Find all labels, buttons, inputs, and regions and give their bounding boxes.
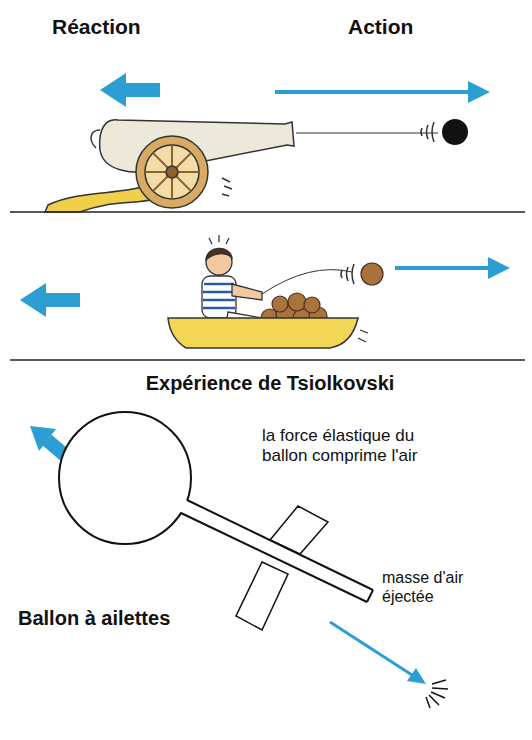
wheel-hub [166, 166, 178, 178]
balloon-neck-end [367, 590, 373, 602]
action-arrow [275, 81, 490, 103]
balloon-body [59, 412, 191, 544]
arrow-shaft [395, 266, 490, 270]
balloon-neck [181, 513, 367, 602]
cannon-wheel-inner [145, 145, 199, 199]
balloon-neck [187, 500, 373, 590]
callout-text: la force élastique du ballon comprime l'… [262, 426, 420, 467]
arrow-shaft [330, 622, 412, 675]
callout-text: masse d'air éjectée [382, 568, 492, 606]
sailor [202, 235, 262, 326]
motion-lines [358, 330, 368, 342]
cannon [45, 120, 294, 212]
panel-heading: Action [348, 14, 413, 39]
fin [236, 562, 288, 630]
motion-lines [421, 122, 434, 142]
cannon-knob [91, 130, 100, 148]
water-line [10, 359, 525, 361]
arm [232, 284, 262, 300]
balloon-neck-fill [172, 496, 373, 602]
arrow-shaft [44, 293, 80, 307]
arrow-shaft [275, 90, 470, 94]
reaction-arrow [20, 283, 80, 317]
thrown-stone [262, 263, 383, 294]
arrow-head [468, 81, 490, 103]
motion-lines [341, 264, 354, 284]
figure-label: Ballon à ailettes [18, 606, 170, 630]
action-arrow [395, 257, 510, 279]
head [206, 249, 232, 275]
ball [442, 119, 468, 145]
stone [361, 263, 383, 285]
panel-heading: Réaction [52, 14, 141, 39]
shirt-stripes [203, 284, 235, 308]
arrow-shaft [124, 83, 160, 97]
hair [206, 248, 232, 260]
trajectory-line [296, 133, 438, 134]
arrow-head [488, 257, 510, 279]
ground-line [10, 211, 525, 213]
surprise-lines [209, 235, 229, 244]
exhaust-arrow [330, 622, 426, 684]
boat [168, 318, 368, 348]
wheel-spokes [145, 145, 199, 199]
exhaust-spray [426, 680, 448, 708]
boat-hull [168, 318, 358, 348]
shirt [202, 276, 236, 318]
cannon-wheel [136, 136, 208, 208]
arrow-head [20, 283, 46, 317]
arrow-head [100, 73, 126, 107]
cannonball [421, 119, 468, 145]
reaction-arrow [100, 73, 160, 107]
trajectory-line [262, 270, 352, 294]
panel-caption: Expérience de Tsiolkovski [4, 371, 532, 395]
arrow-head [407, 668, 426, 684]
motion-lines [222, 178, 232, 196]
arrow-head [30, 426, 56, 451]
